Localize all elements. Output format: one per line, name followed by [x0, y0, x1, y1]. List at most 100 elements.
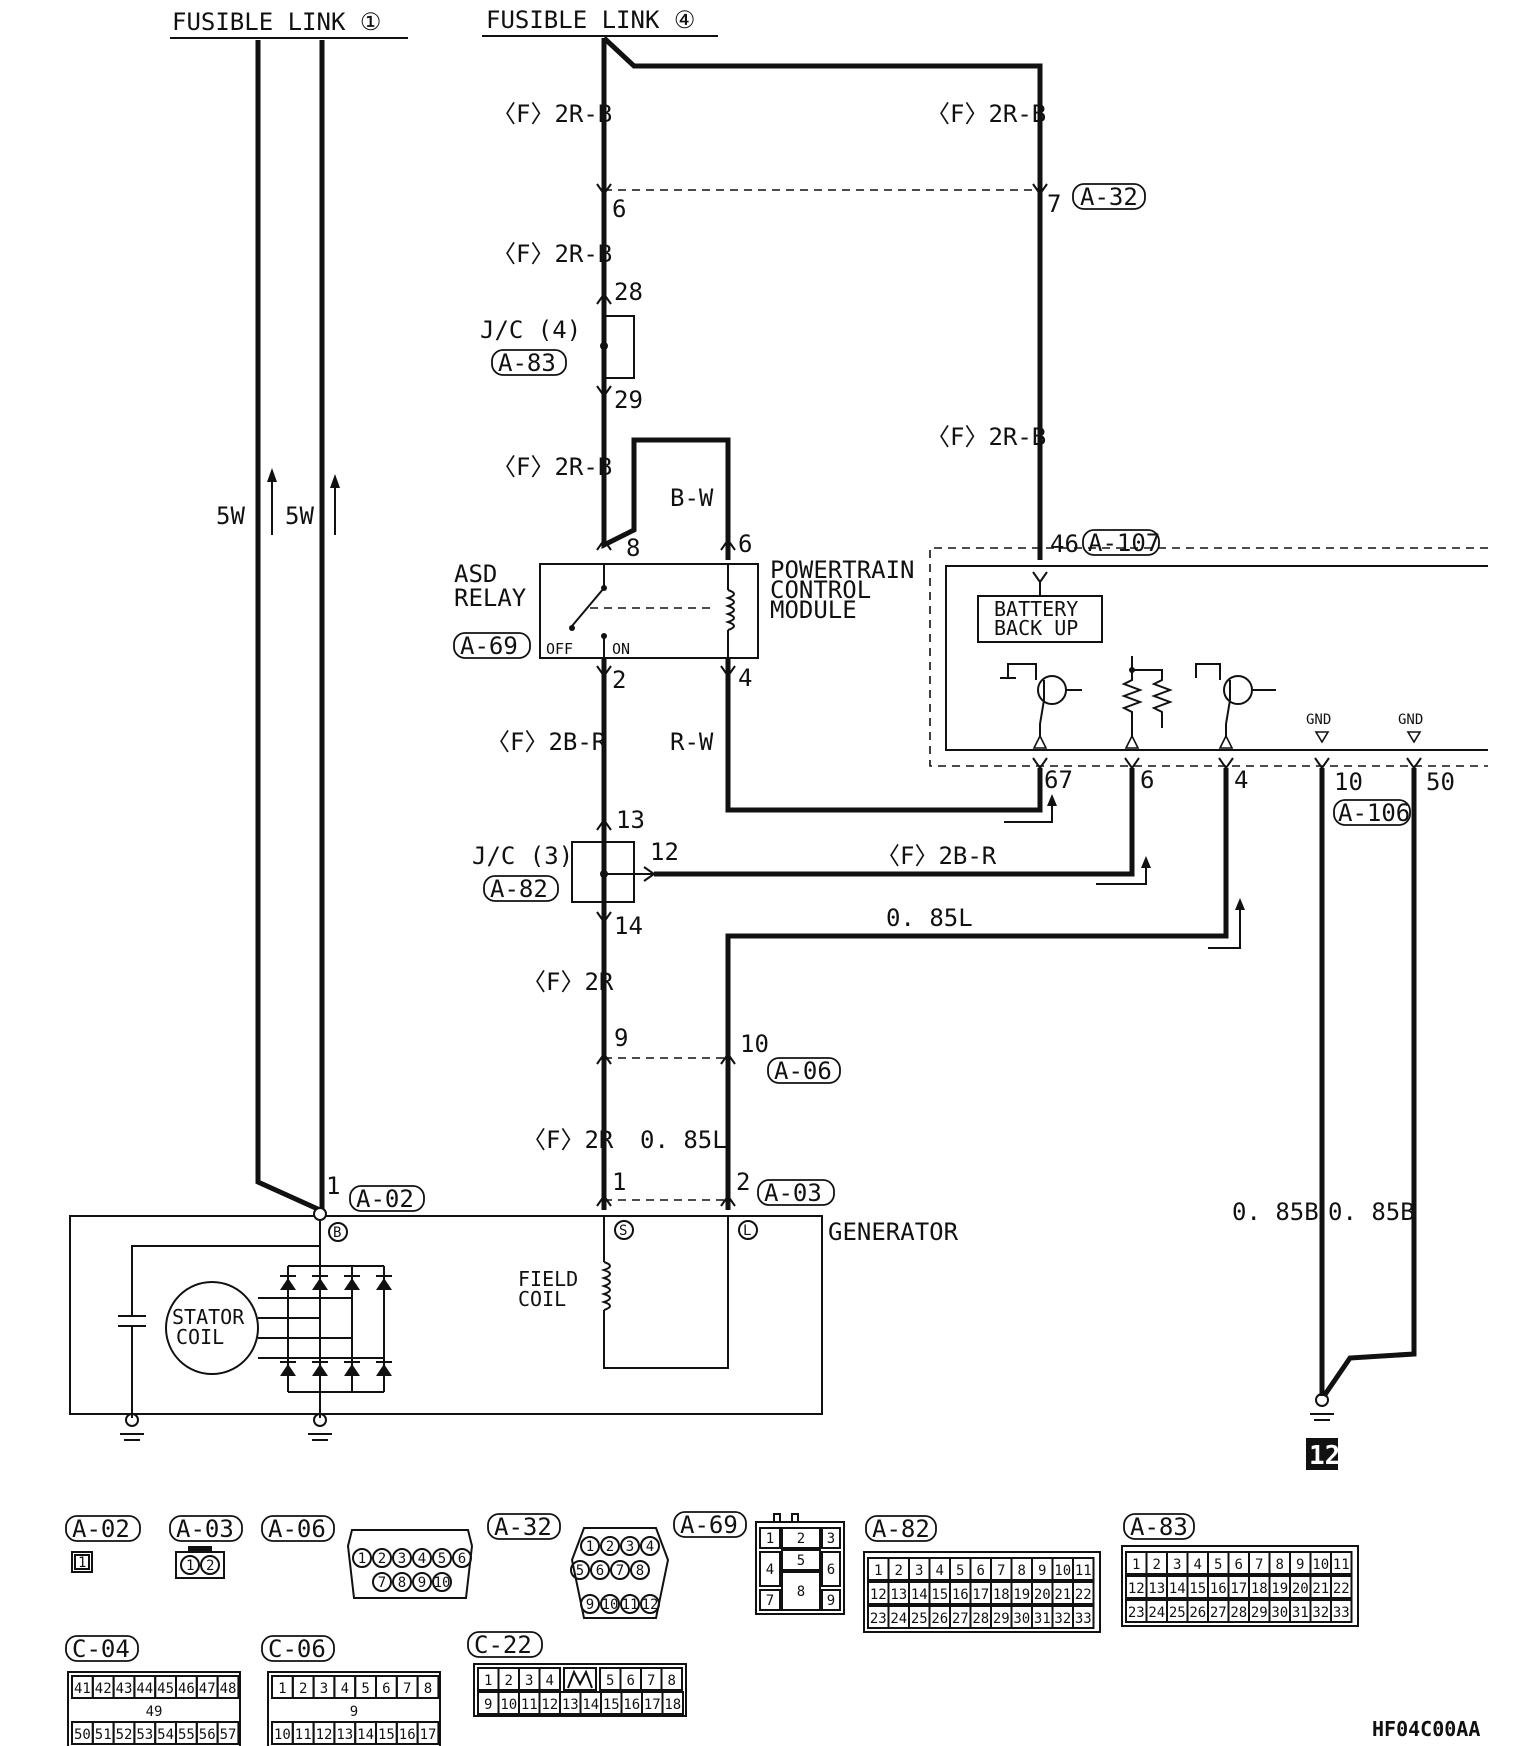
legend-c06-pin-label: 8	[424, 1681, 432, 1697]
pcm-label-3: MODULE	[770, 596, 857, 624]
legend-a83-pin-label: 6	[1235, 1557, 1243, 1573]
signal-arrow-6	[1096, 862, 1147, 885]
legend-a82-pin-label: 6	[977, 1563, 985, 1579]
transistor-2-emitter	[1225, 699, 1231, 725]
legend-a69-pin-label: 5	[797, 1553, 805, 1569]
legend-c22-label: C-22	[474, 1631, 532, 1659]
relay-switch-arm	[571, 587, 605, 627]
connector-a106-label: A-106	[1338, 799, 1410, 827]
pcm-label-1: POWERTRAIN	[770, 556, 915, 584]
legend-a83-pin-label: 20	[1292, 1581, 1309, 1597]
legend-c04-pin-label: 49	[146, 1704, 163, 1720]
legend-c06-pin-label: 17	[420, 1727, 437, 1743]
signal-arrow-4-head	[1235, 898, 1245, 910]
pin-4-pcm-label: 4	[1234, 766, 1248, 794]
legend-a06-pin-circle	[392, 1572, 412, 1592]
legend-a32-pin-label: 11	[622, 1597, 639, 1613]
wire-label-085l-2: 0. 85L	[640, 1126, 727, 1154]
legend-a69-cell	[759, 1589, 781, 1611]
legend-a83-pin-label: 15	[1189, 1581, 1206, 1597]
signal-arrow-67	[1004, 800, 1053, 823]
wire-label-085l-1: 0. 85L	[886, 904, 973, 932]
connector-a106-tag	[1333, 799, 1411, 826]
legend-c22-tag	[467, 1631, 543, 1658]
diode	[312, 1364, 328, 1376]
legend-a83-pin-label: 14	[1169, 1581, 1186, 1597]
legend-a83-pin-label: 5	[1214, 1557, 1222, 1573]
legend-a82-pin-label: 16	[952, 1587, 969, 1603]
legend-a32-pin-label: 8	[636, 1563, 644, 1579]
legend-a83-pin-label: 21	[1312, 1581, 1329, 1597]
legend-a82-pin-label: 19	[1013, 1587, 1030, 1603]
legend-a69-pin-label: 6	[827, 1562, 835, 1578]
terminal-s-letter: S	[619, 1223, 627, 1239]
legend-c22-key-cell	[563, 1667, 597, 1691]
legend-a06-label: A-06	[268, 1515, 326, 1543]
legend-a06-pin-circle	[452, 1548, 472, 1568]
legend-a02-pin: 1	[78, 1555, 86, 1571]
legend-c04-pin-label: 51	[95, 1727, 112, 1743]
legend-a83-label: A-83	[1130, 1513, 1188, 1541]
junction-connector-3-box	[571, 841, 635, 903]
terminal-s-circle	[614, 1220, 634, 1240]
pin-1-gen-label: 1	[612, 1168, 626, 1196]
legend-a06-pin-circle	[432, 1548, 452, 1568]
legend-a02-pin-box	[74, 1554, 90, 1570]
junction-dot	[600, 342, 608, 350]
legend-a03-pin-circle	[180, 1555, 200, 1575]
legend-a82-pin-label: 3	[915, 1563, 923, 1579]
legend-a06-pin-circle	[432, 1572, 452, 1592]
connector-a03-label: A-03	[764, 1179, 822, 1207]
legend-a83-tag	[1123, 1513, 1195, 1540]
terminal-b-circle	[328, 1222, 348, 1242]
pin-29-label: 29	[614, 386, 643, 414]
legend-a83-pin-label: 9	[1296, 1557, 1304, 1573]
wire-label-2rb-2: 〈F〉2R-B	[926, 100, 1046, 128]
wire-label-2rb-4: 〈F〉2R-B	[926, 423, 1046, 451]
battery-backup-box	[977, 595, 1103, 643]
legend-a32-pin-circle	[600, 1536, 620, 1556]
legend-a02-tag	[65, 1515, 141, 1542]
legend-c06-label: C-06	[268, 1635, 326, 1663]
field-coil	[600, 1261, 611, 1311]
legend-a69-pin-label: 3	[827, 1531, 835, 1547]
legend-a82-face	[863, 1551, 1101, 1633]
legend-a06-pin-label: 10	[434, 1575, 451, 1591]
legend-a83-pin-label: 1	[1132, 1557, 1140, 1573]
legend-a32-pin-label: 1	[586, 1539, 594, 1555]
pin-marker	[596, 911, 612, 924]
legend-c22-pin-label: 14	[582, 1697, 599, 1713]
legend-a69-pin-label: 2	[797, 1531, 805, 1547]
fusible-link-4-label: FUSIBLE LINK ④	[486, 6, 695, 34]
asd-label-2: RELAY	[454, 584, 527, 612]
rectifier-diodes	[280, 1266, 392, 1392]
legend-a82-pin-label: 11	[1075, 1563, 1092, 1579]
legend-a32-pin-label: 10	[602, 1597, 619, 1613]
pin-13-label: 13	[616, 806, 645, 834]
pin-marker	[1032, 183, 1048, 196]
legend-a32-pin-circle	[570, 1560, 590, 1580]
legend-a69-pin-label: 9	[827, 1593, 835, 1609]
wire-asd-relay-feed	[601, 38, 731, 560]
legend-c22-pin-label: 2	[505, 1673, 513, 1689]
legend-a06-pin-label: 2	[378, 1551, 386, 1567]
connector-a32-tag	[1072, 183, 1146, 210]
legend-a82-pin-label: 8	[1018, 1563, 1026, 1579]
legend-a69-latch	[773, 1513, 781, 1523]
pin-marker	[596, 183, 612, 196]
legend-c06-pin-label: 11	[295, 1727, 312, 1743]
pin-8-label: 8	[626, 534, 640, 562]
legend-a32-pin-label: 4	[646, 1539, 654, 1555]
legend-c22-pin-label: 13	[562, 1697, 579, 1713]
legend-a83-pin-label: 12	[1128, 1581, 1145, 1597]
legend-a83-pin-label: 32	[1312, 1605, 1329, 1621]
wire-label-085b-1: 0. 85B	[1232, 1198, 1319, 1226]
legend-c22-pin-label: 17	[644, 1697, 661, 1713]
legend-c04-pin-label: 55	[178, 1727, 195, 1743]
legend-a06-pin-label: 6	[458, 1551, 466, 1567]
legend-c06-cell	[416, 1721, 440, 1745]
connector-a02-label: A-02	[356, 1185, 414, 1213]
